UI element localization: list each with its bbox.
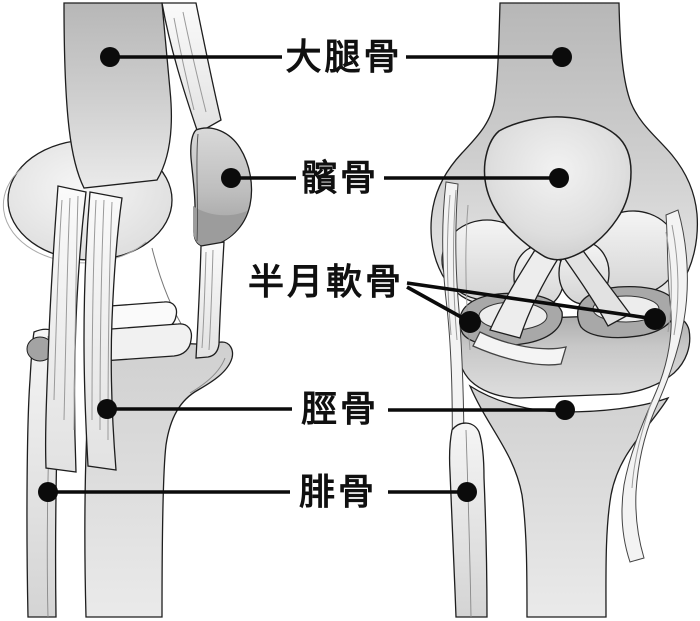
knee-anterior-view [430, 2, 699, 618]
label-patella: 髕骨 [300, 157, 380, 199]
femur-shaft-lateral [63, 2, 172, 189]
quadriceps-tendon [161, 2, 222, 134]
leader-dot-patella-left [221, 168, 241, 188]
medial-ligament-streaks [446, 189, 471, 351]
leader-dot-fibula-right [457, 482, 477, 502]
label-fibula: 腓骨 [298, 471, 378, 513]
knee-lateral-view [2, 2, 253, 618]
leader-meniscus-b [406, 281, 656, 321]
leader-dot-tibia-left [97, 399, 117, 419]
cruciate-ligament-posterior [559, 236, 631, 327]
patella-anterior [483, 116, 632, 261]
lateral-ligament-streaks [631, 224, 679, 489]
fibula-anterior-inner-line [465, 429, 472, 618]
leader-dot-tibia-right [555, 400, 575, 420]
tibia-anterior [468, 384, 670, 618]
leader-dot-femur-right [552, 47, 572, 67]
leader-dot-patella-right [549, 168, 569, 188]
patella-lateral-shadow [193, 206, 247, 247]
femoral-condyle-inner-arc [2, 167, 147, 264]
label-meniscus: 半月軟骨 [247, 261, 405, 303]
leader-dot-meniscus-left [459, 311, 481, 333]
quadriceps-tendon-streaks [173, 11, 207, 113]
leader-meniscus-a [406, 285, 471, 324]
patella-ridge-line [196, 133, 199, 242]
leader-dot-fibula-left [38, 482, 58, 502]
transverse-ligament [472, 331, 567, 366]
patellar-ligament-streaks [201, 249, 214, 351]
label-femur: 大腿骨 [285, 36, 403, 78]
tibial-tuberosity-line [189, 357, 226, 394]
leader-dot-femur-left [100, 47, 120, 67]
leader-dot-meniscus-right [644, 308, 666, 330]
leader-lines [38, 47, 666, 502]
label-tibia: 脛骨 [300, 388, 380, 430]
fibula-anterior [448, 422, 488, 618]
